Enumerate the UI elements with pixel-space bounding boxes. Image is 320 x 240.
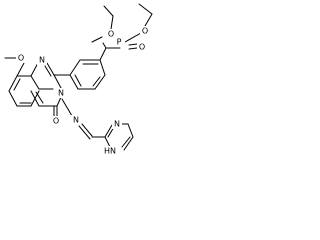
atom-labels: P O O O O N N O N N HN [18,27,148,156]
imine-nitrogen-label: N [73,116,79,125]
imidazole-n3-label: N [114,120,120,129]
atom-label-backgrounds [16,26,150,156]
quinazoline-n3-label: N [58,89,64,98]
phosphonate-oxo-label: O [139,43,145,52]
ester-oxygen-upper-label: O [142,27,148,36]
quinazoline-n1-label: N [39,56,45,65]
phosphorus-atom-label: P [117,38,122,47]
chemical-structure-diagram: P O O O O N N O N N HN [4,3,153,156]
bond-lines [4,3,153,151]
ester-oxygen-lower-label: O [108,30,114,39]
imidazole-nh-label: HN [104,147,116,156]
methoxy-oxygen-label: O [18,54,24,63]
carbonyl-oxygen-label: O [53,117,59,126]
